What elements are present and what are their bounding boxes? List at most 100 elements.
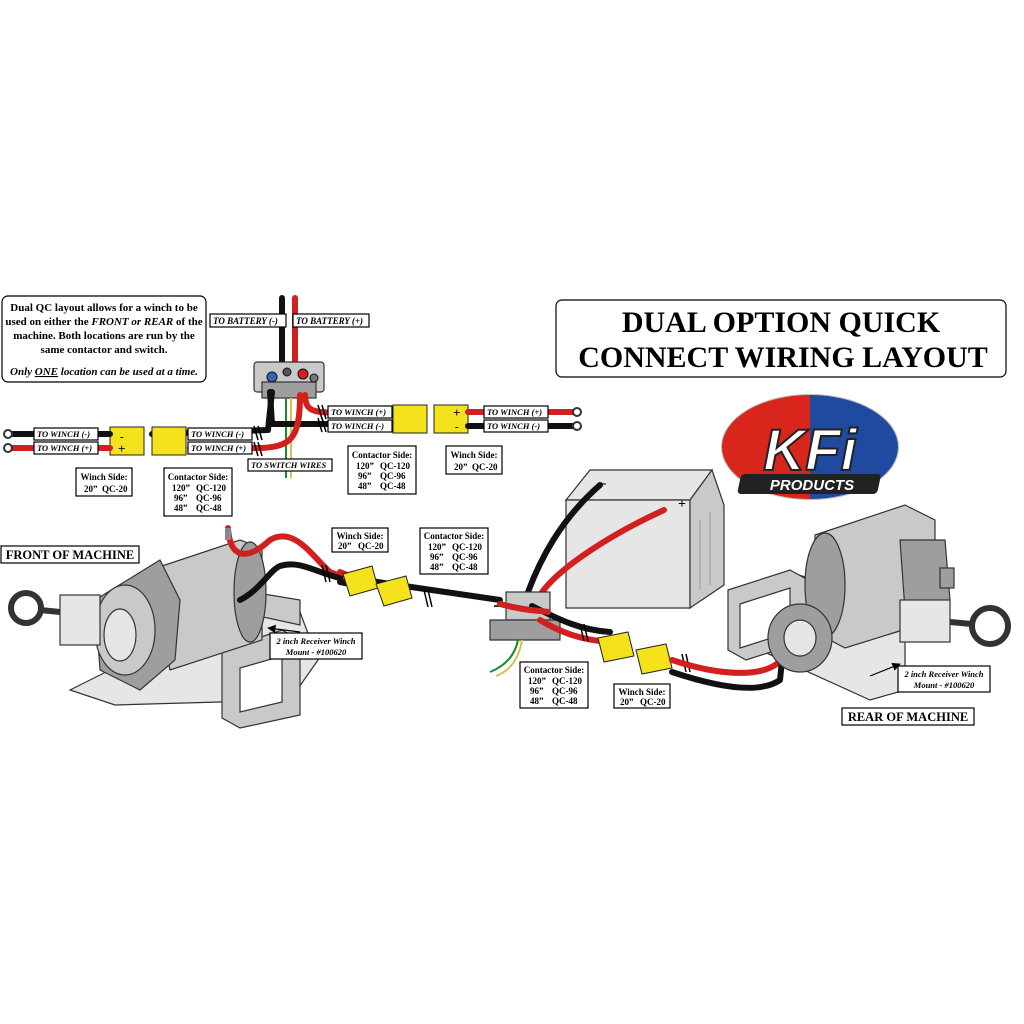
contactor-code-120: QC-120	[196, 483, 226, 493]
contactor-len-96: 96”	[530, 686, 544, 696]
label-to-winch-pos-left: TO WINCH (+)	[37, 443, 92, 453]
contactor-len-120: 120”	[528, 676, 547, 686]
front-mount-line-1: 2 inch Receiver Winch	[275, 636, 355, 646]
winch-side-title: Winch Side:	[450, 450, 497, 460]
contactor-side-box-center-right: Contactor Side: 120” QC-120 96” QC-96 48…	[519, 661, 589, 709]
contactor-side-box-center-left: Contactor Side: 120” QC-120 96” QC-96 48…	[419, 527, 489, 575]
winch-side-code: QC-20	[358, 541, 384, 551]
top-schematic: - + + - TO BATTERY (-) TO BATTERY (+) TO…	[3, 295, 582, 517]
winch-side-len: 20”	[620, 697, 634, 707]
label-to-winch-neg-left: TO WINCH (-)	[37, 429, 90, 439]
qc-plug-rear-run-contactor	[597, 631, 635, 663]
front-winch-assembly	[8, 525, 348, 729]
plug-mark-pos-2: +	[453, 405, 460, 420]
winch-side-box-center-left: Winch Side: 20” QC-20	[331, 527, 389, 553]
kfi-logo: KFi PRODUCTS	[721, 394, 899, 500]
title-line-2: CONNECT WIRING LAYOUT	[578, 341, 988, 374]
rear-mount-line-2: Mount - #100620	[913, 680, 975, 690]
contactor-len-96: 96”	[358, 471, 372, 481]
contactor-len-48: 48”	[174, 503, 188, 513]
winch-side-code: QC-20	[102, 484, 128, 494]
contactor-len-120: 120”	[172, 483, 191, 493]
intro-note: Dual QC layout allows for a winch to be …	[1, 295, 207, 383]
contactor-code-96: QC-96	[452, 552, 478, 562]
contactor-side-box-top-left: Contactor Side: 120” QC-120 96” QC-96 48…	[163, 467, 233, 517]
rear-mount-callout: 2 inch Receiver Winch Mount - #100620	[869, 662, 991, 693]
front-mount-callout: 2 inch Receiver Winch Mount - #100620	[267, 624, 363, 660]
winch-side-code: QC-20	[640, 697, 666, 707]
title-line-1: DUAL OPTION QUICK	[622, 306, 941, 339]
qc-plug-rear-winch	[433, 404, 469, 434]
rear-winch-assembly	[727, 504, 1011, 701]
label-to-battery-neg: TO BATTERY (-)	[213, 316, 278, 326]
battery-neg-mark: -	[602, 475, 606, 490]
contactor-side-title: Contactor Side:	[352, 450, 413, 460]
title-box: DUAL OPTION QUICK CONNECT WIRING LAYOUT	[555, 299, 1007, 378]
contactor-side-title: Contactor Side:	[168, 472, 229, 482]
winch-side-len: 20”	[454, 462, 468, 472]
front-mount-line-2: Mount - #100620	[285, 647, 347, 657]
winch-side-box-top-right: Winch Side: 20” QC-20	[445, 445, 503, 475]
contactor-len-96: 96”	[174, 493, 188, 503]
label-to-winch-pos-mid: TO WINCH (+)	[191, 443, 246, 453]
qc-plug-front-run-winch	[342, 565, 379, 597]
winch-side-code: QC-20	[472, 462, 498, 472]
center-run: - +	[321, 468, 803, 691]
front-label-text: FRONT OF MACHINE	[6, 548, 134, 562]
contactor-code-96: QC-96	[552, 686, 578, 696]
intro-line-3: machine. Both locations are run by the	[13, 330, 195, 342]
label-to-winch-pos-mid2: TO WINCH (+)	[331, 407, 386, 417]
contactor-len-48: 48”	[358, 481, 372, 491]
intro-line-1: Dual QC layout allows for a winch to be	[10, 302, 198, 314]
rear-label-text: REAR OF MACHINE	[848, 710, 968, 724]
qc-plug-rear-run-winch	[635, 643, 673, 675]
contactor-len-48: 48”	[530, 696, 544, 706]
contactor-code-96: QC-96	[196, 493, 222, 503]
contactor-side-title: Contactor Side:	[524, 665, 585, 675]
winch-side-title: Winch Side:	[618, 687, 665, 697]
winch-side-len: 20”	[338, 541, 352, 551]
winch-side-box-center-right: Winch Side: 20” QC-20	[613, 683, 671, 709]
qc-plug-front-run-contactor	[375, 575, 413, 607]
contactor-code-48: QC-48	[196, 503, 222, 513]
intro-line-2: used on either the FRONT or REAR of the	[5, 316, 202, 328]
contactor-code-120: QC-120	[552, 676, 582, 686]
contactor-side-box-top-right: Contactor Side: 120” QC-120 96” QC-96 48…	[347, 445, 417, 495]
winch-side-title: Winch Side:	[336, 531, 383, 541]
contactor-code-48: QC-48	[452, 562, 478, 572]
contactor-len-120: 120”	[356, 461, 375, 471]
contactor-code-120: QC-120	[452, 542, 482, 552]
contactor-len-120: 120”	[428, 542, 447, 552]
winch-side-len: 20”	[84, 484, 98, 494]
contactor-code-96: QC-96	[380, 471, 406, 481]
contactor-code-48: QC-48	[552, 696, 578, 706]
plug-mark-pos: +	[118, 441, 125, 456]
front-of-machine-label: FRONT OF MACHINE	[0, 545, 140, 564]
logo-mark: KFi	[763, 418, 858, 483]
contactor-side-title: Contactor Side:	[424, 531, 485, 541]
contactor-len-96: 96”	[430, 552, 444, 562]
plug-mark-neg: -	[120, 431, 124, 443]
contactor-code-48: QC-48	[380, 481, 406, 491]
label-to-switch-wires: TO SWITCH WIRES	[251, 460, 327, 470]
plug-mark-neg-2: -	[455, 421, 459, 433]
label-to-battery-pos: TO BATTERY (+)	[296, 316, 363, 326]
logo-sub: PRODUCTS	[770, 477, 854, 494]
label-to-winch-pos-right: TO WINCH (+)	[487, 407, 542, 417]
label-to-winch-neg-right: TO WINCH (-)	[487, 421, 540, 431]
label-to-winch-neg-mid: TO WINCH (-)	[191, 429, 244, 439]
winch-side-box-top-left: Winch Side: 20” QC-20	[75, 467, 133, 497]
battery-pos-mark: +	[678, 497, 686, 512]
qc-plug-rear-contactor	[392, 404, 428, 434]
intro-line-5: Only ONE location can be used at a time.	[10, 366, 198, 378]
contactor-len-48: 48”	[430, 562, 444, 572]
rear-of-machine-label: REAR OF MACHINE	[841, 707, 975, 726]
winch-side-title: Winch Side:	[80, 472, 127, 482]
rear-mount-line-1: 2 inch Receiver Winch	[903, 669, 983, 679]
qc-plug-front-winch	[109, 426, 145, 456]
label-to-winch-neg-mid2: TO WINCH (-)	[331, 421, 384, 431]
intro-line-4: same contactor and switch.	[41, 344, 168, 356]
contactor-code-120: QC-120	[380, 461, 410, 471]
qc-plug-front-contactor	[151, 426, 187, 456]
